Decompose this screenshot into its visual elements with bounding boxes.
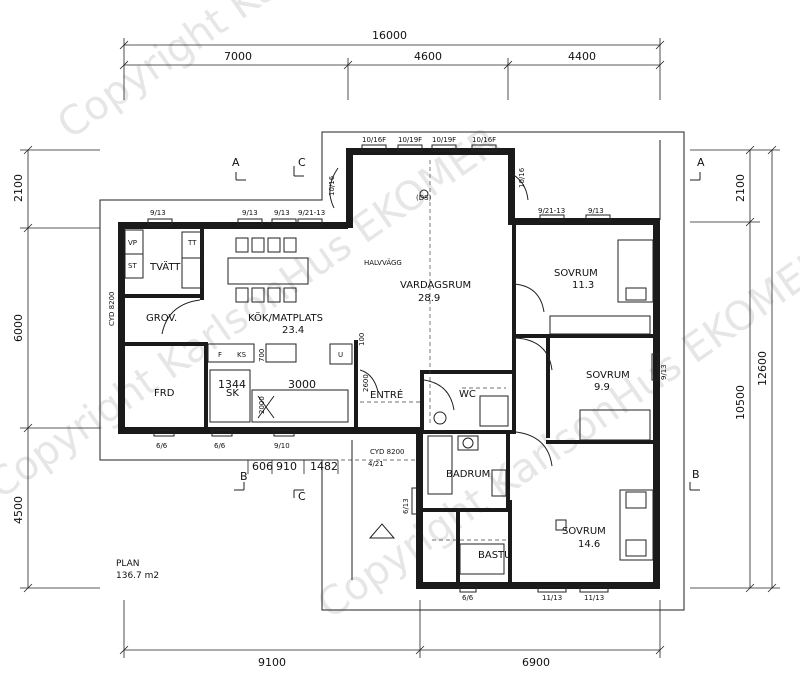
dim-top-3: 4400 <box>568 50 596 63</box>
room-tvatt: TVÄTT <box>149 260 181 273</box>
dim-left-2: 6000 <box>12 314 25 342</box>
label-dim-2600: 2600 <box>362 374 370 392</box>
label-st: ST <box>128 262 137 270</box>
window-labels: 10/16F 10/19F 10/19F 10/16F 10/16 10/16 … <box>150 136 668 602</box>
window-label-10: 9/21-13 <box>298 209 325 217</box>
dim-right-total: 12600 <box>756 351 769 386</box>
label-dim-1344: 1344 <box>218 378 246 391</box>
window-label-4: 10/16F <box>472 136 496 144</box>
room-vardagsrum-area: 28.9 <box>418 293 440 304</box>
label-u: U <box>338 351 343 359</box>
label-dim-2000: 2000 <box>258 396 266 414</box>
room-sovrum-3-area: 14.6 <box>578 539 600 550</box>
dim-right-2: 10500 <box>734 385 747 420</box>
label-cyd-1: CYD 8200 <box>108 292 116 326</box>
section-c-top: C <box>298 156 306 169</box>
window-label-15: 6/6 <box>214 442 226 450</box>
label-dim-910: 910 <box>276 460 297 473</box>
dim-top-total: 16000 <box>372 29 407 42</box>
window-label-16: 9/10 <box>274 442 290 450</box>
room-entre: ENTRÉ <box>370 388 403 401</box>
window-label-12: 9/13 <box>588 207 604 215</box>
label-vp: VP <box>128 239 137 247</box>
window-label-8: 9/13 <box>242 209 258 217</box>
window-label-11: 9/21-13 <box>538 207 565 215</box>
window-label-21: 11/13 <box>584 594 604 602</box>
section-a-left: A <box>232 156 240 169</box>
dim-bottom-2: 6900 <box>522 656 550 669</box>
room-labels: TVÄTT GROV. KÖK/MATPLATS 23.4 VARDAGSRUM… <box>146 260 630 561</box>
window-label-5: 10/16 <box>328 175 336 196</box>
section-c-bottom: C <box>298 490 306 503</box>
plan-label: PLAN <box>116 559 140 569</box>
room-sovrum-2: SOVRUM <box>586 370 630 381</box>
label-f: F <box>218 351 222 359</box>
dimension-lines <box>20 38 780 658</box>
dim-top-1: 7000 <box>224 50 252 63</box>
window-label-13: 9/13 <box>660 364 668 380</box>
dim-right-1: 2100 <box>734 174 747 202</box>
window-label-7: 9/13 <box>150 209 166 217</box>
room-vardagsrum: VARDAGSRUM <box>400 280 471 291</box>
window-label-14: 6/6 <box>156 442 168 450</box>
roof-outline <box>99 131 685 611</box>
room-badrum: BADRUM <box>446 469 490 480</box>
room-sovrum-3: SOVRUM <box>562 526 606 537</box>
room-kok: KÖK/MATPLATS <box>248 311 323 324</box>
window-label-9: 9/13 <box>274 209 290 217</box>
label-dim-3000: 3000 <box>288 378 316 391</box>
label-tt: TT <box>187 239 197 247</box>
window-marks <box>147 144 659 593</box>
label-ds: (DS) <box>416 194 432 202</box>
dim-bottom-1: 9100 <box>258 656 286 669</box>
plan-area-label: 136.7 m2 <box>116 571 159 581</box>
room-bastu: BASTU <box>478 550 511 561</box>
fixtures <box>124 140 661 580</box>
window-label-20: 11/13 <box>542 594 562 602</box>
section-a-right: A <box>697 156 705 169</box>
room-frd: FRD <box>154 388 175 399</box>
dim-left-1: 2100 <box>12 174 25 202</box>
window-label-17: 4/21 <box>368 460 384 468</box>
label-dim-606: 606 <box>252 460 273 473</box>
dim-left-3: 4500 <box>12 496 25 524</box>
window-label-3: 10/19F <box>432 136 456 144</box>
room-kok-area: 23.4 <box>282 325 304 336</box>
label-ks: KS <box>237 351 247 359</box>
window-label-19: 6/6 <box>462 594 474 602</box>
room-wc: WC <box>459 389 476 400</box>
section-b-left: B <box>240 470 248 483</box>
window-label-2: 10/19F <box>398 136 422 144</box>
room-sk: SK <box>226 388 239 399</box>
window-label-6: 10/16 <box>518 167 526 188</box>
section-b-right: B <box>692 468 700 481</box>
dim-top-2: 4600 <box>414 50 442 63</box>
label-dim-100: 100 <box>358 333 366 346</box>
label-halvvagg: HALVVÄGG <box>364 258 402 267</box>
room-sovrum-1: SOVRUM <box>554 268 598 279</box>
label-dim-1482: 1482 <box>310 460 338 473</box>
room-sovrum-1-area: 11.3 <box>572 280 594 291</box>
window-label-1: 10/16F <box>362 136 386 144</box>
label-dim-700: 700 <box>258 349 266 362</box>
room-grov: GROV. <box>146 313 177 324</box>
misc-labels: CYD 8200 CYD 8200 HALVVÄGG (DS) VP ST TT… <box>108 156 705 581</box>
label-cyd-2: CYD 8200 <box>370 448 404 456</box>
watermark-text-1: Copyright KarlsonHus EKOMER <box>49 0 578 148</box>
room-sovrum-2-area: 9.9 <box>594 382 610 393</box>
window-label-18: 6/13 <box>402 498 410 514</box>
